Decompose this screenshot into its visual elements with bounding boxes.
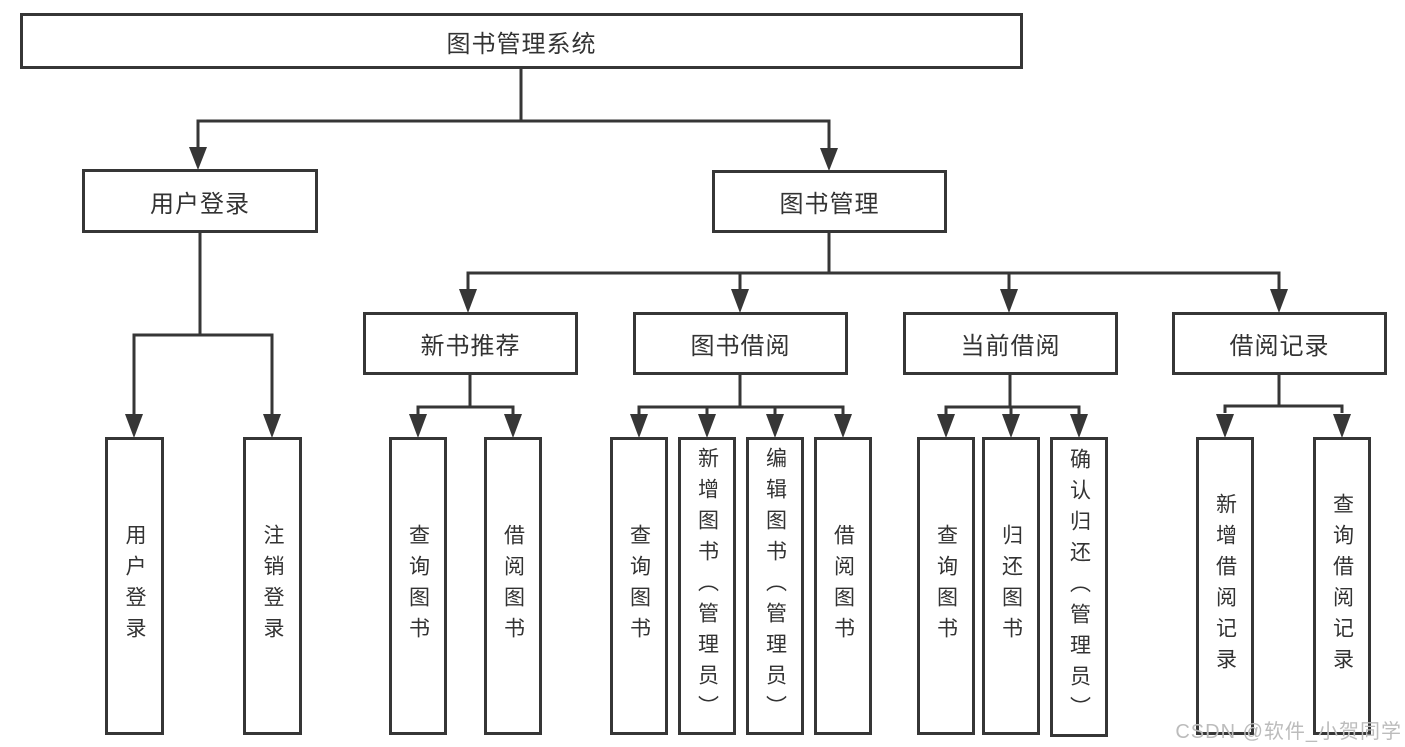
connector-new-books (416, 374, 515, 414)
arrow-icon (1216, 414, 1234, 438)
arrow-icon (1333, 414, 1351, 438)
node-label: 确认归还（管理员） (1067, 447, 1091, 727)
arrow-icon (1070, 414, 1088, 438)
arrow-icon (820, 148, 838, 171)
node-return-books: 归还图书 (982, 437, 1040, 735)
connector-book-mgmt (466, 231, 1281, 290)
node-label: 新增借阅记录 (1213, 493, 1237, 679)
node-user-login: 用户登录 (82, 169, 318, 233)
node-label: 归还图书 (999, 524, 1023, 648)
node-label: 借阅图书 (501, 524, 525, 648)
node-label: 查询图书 (934, 524, 958, 648)
node-label: 当前借阅 (960, 333, 1061, 360)
node-library-management-system: 图书管理系统 (20, 13, 1023, 69)
node-query-books-bb: 查询图书 (610, 437, 668, 735)
node-label: 新增图书（管理员） (695, 446, 719, 726)
node-label: 查询图书 (406, 524, 430, 648)
node-current-borrowing: 当前借阅 (903, 312, 1118, 375)
node-add-books-admin: 新增图书（管理员） (678, 437, 736, 735)
arrow-icon (937, 414, 955, 438)
connector-book-borrow (637, 374, 845, 414)
connector-borrow-records (1223, 374, 1344, 413)
node-label: 图书借阅 (690, 333, 791, 360)
csdn-watermark: CSDN @软件_小贺同学 (1175, 721, 1402, 743)
node-label: 编辑图书（管理员） (763, 446, 787, 726)
node-add-borrow-record: 新增借阅记录 (1196, 437, 1254, 735)
node-borrow-books-nb: 借阅图书 (484, 437, 542, 735)
node-label: 图书管理系统 (446, 30, 597, 58)
node-query-books-nb: 查询图书 (389, 437, 447, 735)
arrow-icon (1270, 289, 1288, 313)
arrow-icon (263, 414, 281, 438)
node-borrow-books-bb: 借阅图书 (814, 437, 872, 735)
node-logout: 注销登录 (243, 437, 302, 735)
node-borrowing-records: 借阅记录 (1172, 312, 1387, 375)
node-edit-books-admin: 编辑图书（管理员） (746, 437, 804, 735)
node-label: 注销登录 (261, 524, 284, 648)
arrow-icon (409, 414, 427, 438)
node-query-books-cb: 查询图书 (917, 437, 975, 735)
arrow-icon (834, 414, 852, 438)
node-label: 借阅记录 (1229, 333, 1330, 360)
node-confirm-return-admin: 确认归还（管理员） (1050, 437, 1108, 737)
node-query-borrow-record: 查询借阅记录 (1313, 437, 1371, 735)
arrow-icon (1002, 414, 1020, 438)
arrow-icon (1000, 289, 1018, 313)
node-new-book-recommendation: 新书推荐 (363, 312, 578, 375)
node-label: 用户登录 (150, 190, 250, 218)
node-user-login-leaf: 用户登录 (105, 437, 164, 735)
arrow-icon (504, 414, 522, 438)
arrow-icon (698, 414, 716, 438)
node-book-management: 图书管理 (712, 170, 947, 233)
arrow-icon (189, 147, 207, 170)
node-label: 查询图书 (627, 524, 651, 648)
node-label: 借阅图书 (831, 524, 855, 648)
arrow-icon (766, 414, 784, 438)
node-book-borrowing: 图书借阅 (633, 312, 848, 375)
arrow-icon (125, 414, 143, 438)
arrow-icon (459, 289, 477, 313)
connector-level2 (196, 119, 831, 150)
arrow-icon (630, 414, 648, 438)
connector-current-borrow (944, 374, 1081, 414)
node-label: 查询借阅记录 (1330, 493, 1354, 679)
node-label: 图书管理 (779, 191, 880, 218)
connector-user-login (132, 231, 274, 414)
node-label: 用户登录 (123, 524, 146, 648)
node-label: 新书推荐 (420, 333, 521, 360)
arrow-icon (731, 289, 749, 313)
